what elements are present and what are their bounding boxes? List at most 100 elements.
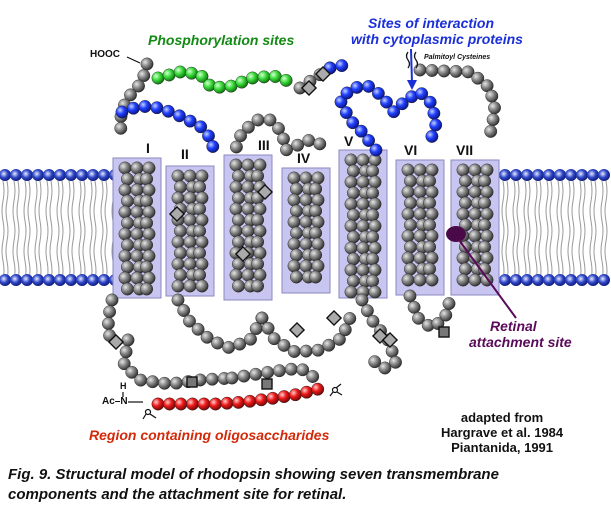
residue bbox=[356, 263, 370, 277]
residue bbox=[118, 183, 132, 197]
residue bbox=[119, 345, 133, 359]
residue bbox=[121, 333, 135, 347]
residue bbox=[169, 376, 183, 390]
residue bbox=[231, 279, 245, 293]
lipid-bilayer-right bbox=[499, 169, 610, 286]
residue bbox=[130, 205, 144, 219]
residue bbox=[346, 230, 360, 244]
lipid-head bbox=[532, 274, 544, 286]
residue bbox=[126, 101, 140, 115]
lipid-head bbox=[43, 274, 55, 286]
lipid-head bbox=[521, 274, 533, 286]
residue bbox=[121, 194, 134, 208]
residue bbox=[299, 215, 313, 229]
residue bbox=[241, 120, 255, 134]
residue bbox=[366, 208, 379, 222]
residue bbox=[195, 235, 209, 249]
helix-residues-6 bbox=[401, 163, 439, 287]
residue bbox=[130, 161, 144, 175]
residue bbox=[287, 259, 301, 273]
palmitoyl-label: Palmitoyl Cysteines bbox=[424, 54, 491, 61]
residue bbox=[423, 240, 436, 254]
residue bbox=[429, 118, 443, 132]
lipid-head bbox=[576, 169, 588, 181]
residue bbox=[413, 207, 427, 221]
residue bbox=[134, 373, 148, 387]
residue bbox=[356, 219, 370, 233]
diamond-marker-6 bbox=[107, 333, 125, 351]
residue bbox=[300, 385, 313, 399]
cooh-label: HOOC bbox=[90, 49, 120, 60]
residue bbox=[456, 273, 470, 287]
residue bbox=[183, 213, 197, 227]
loop-lower-chain bbox=[225, 362, 320, 385]
lipid-head bbox=[21, 274, 33, 286]
residue bbox=[130, 183, 144, 197]
credit-block: adapted from Hargrave et al. 1984 Pianta… bbox=[441, 410, 563, 455]
residue bbox=[193, 180, 207, 194]
residue bbox=[306, 370, 320, 383]
residue bbox=[195, 191, 209, 205]
residue bbox=[401, 251, 415, 265]
residue bbox=[130, 249, 144, 263]
residue bbox=[233, 337, 247, 351]
residue bbox=[346, 186, 360, 200]
lipid-head bbox=[43, 169, 55, 181]
residue bbox=[458, 262, 472, 276]
lipid-head bbox=[554, 274, 566, 286]
residue bbox=[437, 64, 451, 78]
residue bbox=[289, 270, 303, 284]
residue bbox=[423, 218, 436, 232]
phosphorylation-residues bbox=[151, 65, 293, 94]
lipid-head bbox=[521, 169, 533, 181]
residue-chain bbox=[102, 57, 501, 411]
residue bbox=[142, 249, 156, 263]
residue bbox=[346, 208, 360, 222]
residue bbox=[344, 197, 358, 211]
helix-label-5: V bbox=[344, 133, 354, 149]
square-marker-1 bbox=[186, 376, 198, 388]
diamond-marker-8 bbox=[288, 321, 306, 339]
residue bbox=[355, 293, 369, 307]
lipid-bilayer-left bbox=[0, 169, 121, 286]
residue bbox=[251, 213, 265, 227]
residue bbox=[140, 260, 154, 274]
residue bbox=[213, 80, 227, 94]
residue bbox=[302, 134, 316, 147]
lipid-head bbox=[10, 169, 22, 181]
helix-label-7: VII bbox=[456, 142, 474, 158]
residue bbox=[309, 270, 322, 284]
residue bbox=[480, 251, 494, 265]
residue bbox=[171, 279, 185, 293]
residue bbox=[368, 219, 382, 233]
palmitoyl-squiggle-2 bbox=[413, 51, 419, 69]
residue bbox=[471, 71, 485, 85]
residue bbox=[344, 219, 358, 233]
residue bbox=[289, 226, 303, 240]
residue bbox=[138, 100, 152, 113]
square-marker-2 bbox=[261, 378, 273, 390]
diamond-marker-10 bbox=[381, 331, 399, 349]
residue bbox=[253, 246, 267, 260]
residue bbox=[251, 257, 265, 271]
residue bbox=[253, 202, 267, 216]
residue bbox=[395, 97, 409, 111]
residue bbox=[378, 361, 392, 375]
helix-residues-4 bbox=[287, 171, 325, 284]
residue bbox=[480, 163, 494, 177]
residue bbox=[309, 182, 322, 196]
lipid-head bbox=[510, 274, 522, 286]
residue bbox=[485, 89, 499, 103]
residue bbox=[368, 285, 382, 299]
residue bbox=[277, 338, 291, 352]
residue bbox=[371, 87, 385, 100]
residue bbox=[140, 282, 154, 296]
residue bbox=[401, 185, 415, 199]
residue bbox=[403, 196, 417, 210]
residue bbox=[194, 120, 208, 134]
residue bbox=[173, 224, 187, 238]
residue bbox=[229, 268, 243, 282]
residue bbox=[369, 143, 383, 157]
lipid-head bbox=[65, 169, 77, 181]
